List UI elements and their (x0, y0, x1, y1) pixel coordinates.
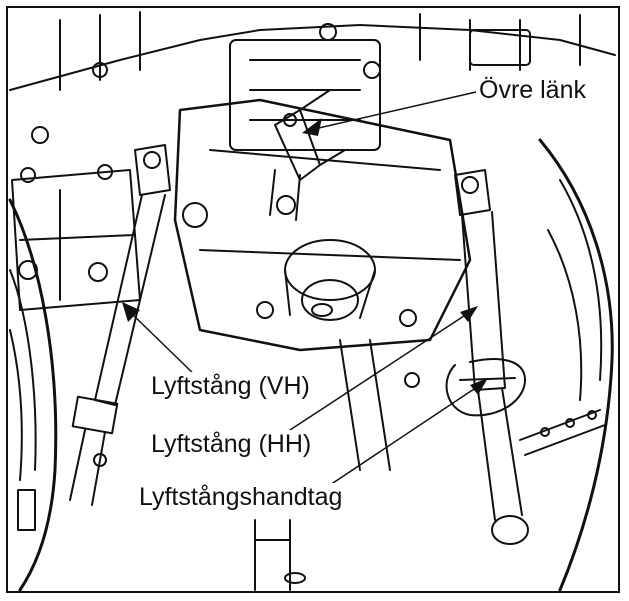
right-lift-rod (461, 211, 506, 391)
left-lift-arm (134, 144, 171, 196)
leader-lines (129, 91, 481, 486)
lift-rod-left-label: Lyftstång (VH) (148, 372, 313, 400)
rear-housing (173, 98, 472, 352)
stabilizer-chain (519, 409, 606, 456)
lift-rod-handle-drawing (445, 358, 526, 417)
left-tire (8, 198, 58, 592)
lift-rod-handle-label: Lyftstångshandtag (136, 483, 346, 511)
upper-frame (9, 24, 616, 91)
arrowheads (122, 118, 488, 395)
right-lift-arm (454, 169, 491, 216)
right-tire (538, 138, 614, 592)
top-link-label: Övre länk (476, 76, 589, 104)
pto-shaft (284, 239, 376, 301)
lift-rod-right-label: Lyftstång (HH) (148, 430, 315, 458)
